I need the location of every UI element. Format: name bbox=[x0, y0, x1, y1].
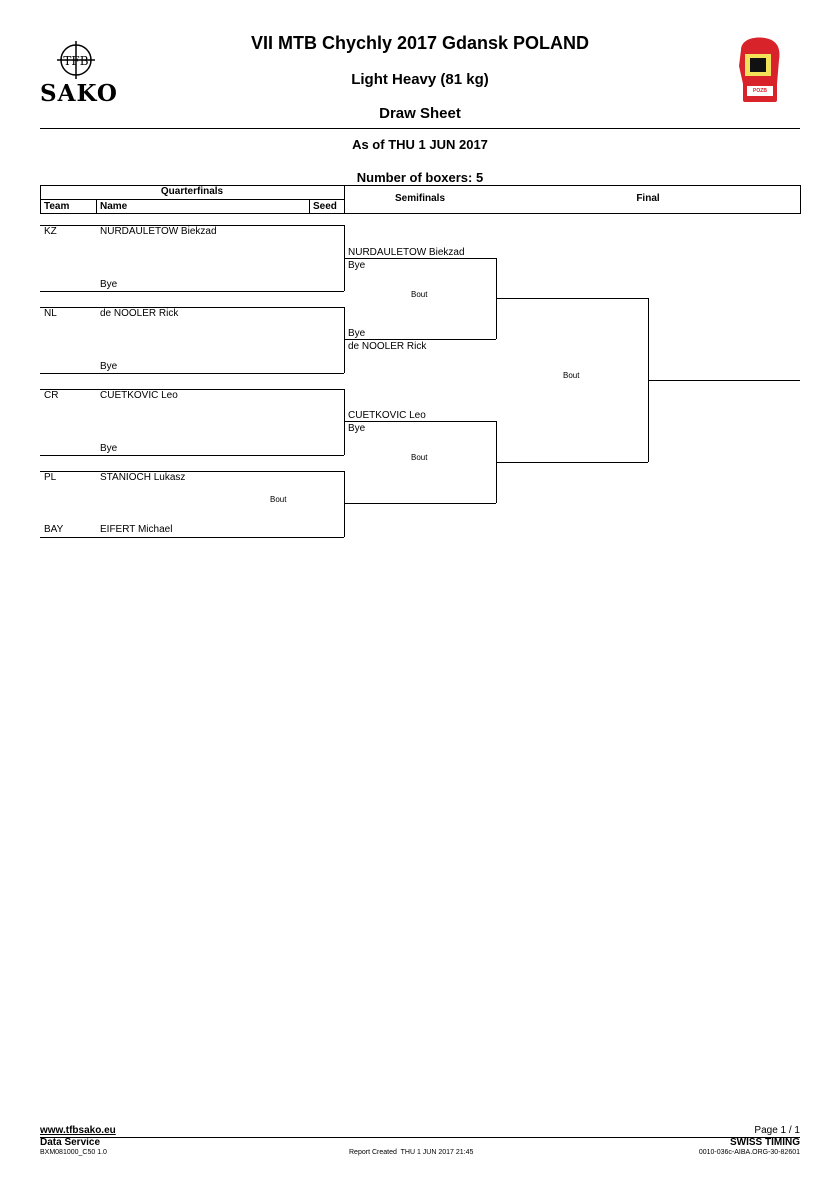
qf-team: NL bbox=[44, 308, 57, 319]
as-of-date: As of THU 1 JUN 2017 bbox=[352, 137, 488, 152]
qf-boxer-name: CUETKOVIC Leo bbox=[100, 390, 178, 401]
footer-website[interactable]: www.tfbsako.eu bbox=[40, 1125, 116, 1136]
header-seed: Seed bbox=[313, 201, 337, 212]
sf-top-name: NURDAULETOW Biekzad bbox=[348, 247, 465, 258]
tfb-logo: TFB SAKO bbox=[40, 38, 124, 110]
number-of-boxers: Number of boxers: 5 bbox=[356, 170, 484, 185]
qf-team: CR bbox=[44, 390, 59, 401]
footer-code: BXM081000_C50 1.0 bbox=[40, 1149, 107, 1156]
qf-boxer-name: NURDAULETOW Biekzad bbox=[100, 226, 217, 237]
sf-bottom-name: de NOOLER Rick bbox=[348, 341, 427, 352]
svg-text:TFB: TFB bbox=[63, 54, 88, 68]
glove-badge: POZB bbox=[753, 88, 767, 94]
qf-team: PL bbox=[44, 472, 57, 483]
footer-page-number: Page 1 / 1 bbox=[754, 1125, 800, 1136]
footer-swiss-timing: SWISS TIMING bbox=[730, 1137, 800, 1148]
header-team: Team bbox=[44, 201, 70, 212]
footer-data-service: Data Service bbox=[40, 1137, 101, 1148]
header-name: Name bbox=[100, 201, 128, 212]
header-final: Final bbox=[636, 193, 660, 204]
footer-divider bbox=[40, 1137, 800, 1138]
boxing-glove-icon bbox=[739, 37, 780, 102]
sf-bout-label: Bout bbox=[411, 453, 428, 462]
tfb-emblem-icon: TFB bbox=[57, 41, 95, 79]
final-bout-label: Bout bbox=[563, 371, 580, 380]
qf-team: BAY bbox=[44, 524, 64, 535]
event-title: VII MTB Chychly 2017 Gdansk POLAND bbox=[250, 33, 590, 53]
final-winner-line bbox=[648, 380, 800, 381]
qf-bout-label: Bout bbox=[270, 495, 287, 504]
qf-opponent: Bye bbox=[100, 443, 118, 454]
footer-reference: 0010-036c-AIBA.ORG-30-82601 bbox=[698, 1149, 800, 1156]
qf-boxer-name: EIFERT Michael bbox=[100, 524, 173, 535]
header-divider bbox=[40, 128, 800, 129]
weight-class: Light Heavy (81 kg) bbox=[351, 71, 489, 88]
qf-opponent: Bye bbox=[100, 361, 118, 372]
glove-logo: POZB bbox=[733, 36, 783, 108]
header-quarterfinals: Quarterfinals bbox=[160, 186, 224, 197]
qf-opponent: Bye bbox=[100, 279, 118, 290]
sheet-type: Draw Sheet bbox=[379, 105, 461, 122]
footer-report-created: Report Created THU 1 JUN 2017 21:45 bbox=[349, 1149, 474, 1156]
sf-bottom-sub: Bye bbox=[348, 328, 366, 339]
sf-top-sub: Bye bbox=[348, 260, 366, 271]
sako-logo-text: SAKO bbox=[40, 80, 118, 107]
qf-boxer-name: STANIOCH Lukasz bbox=[100, 472, 186, 483]
qf-team: KZ bbox=[44, 226, 57, 237]
qf-boxer-name: de NOOLER Rick bbox=[100, 308, 179, 319]
header-semifinals: Semifinals bbox=[394, 193, 446, 204]
sf-bout-label: Bout bbox=[411, 290, 428, 299]
sf-top-name: CUETKOVIC Leo bbox=[348, 410, 426, 421]
sf-top-sub: Bye bbox=[348, 423, 366, 434]
